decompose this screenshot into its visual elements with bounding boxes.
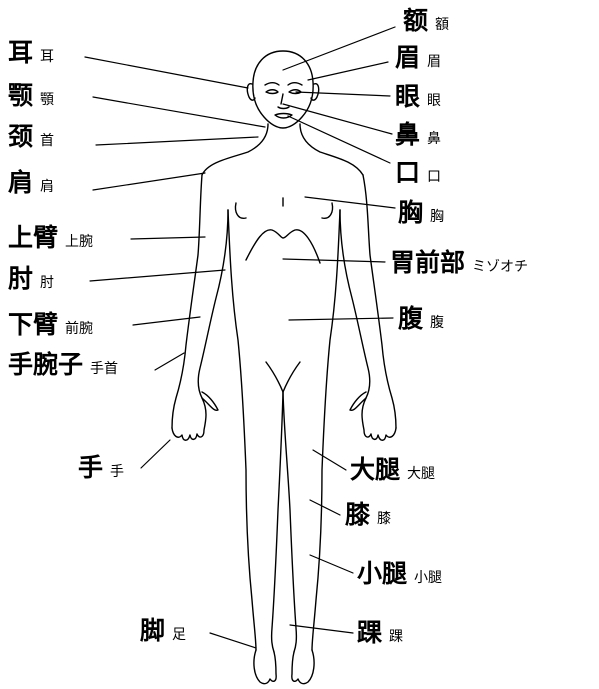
leader-mouth (288, 116, 390, 163)
label-nose: 鼻鼻 (395, 122, 441, 147)
leader-eye (296, 92, 390, 96)
leader-chest (305, 197, 395, 208)
head-outline (253, 51, 313, 128)
leader-wrist (155, 353, 184, 370)
leader-foot (210, 633, 256, 648)
label-shoulder: 肩肩 (8, 170, 54, 195)
leader-stomach (283, 259, 385, 262)
left-eyebrow (265, 83, 279, 85)
leader-hand (141, 440, 170, 468)
label-eye: 眼眼 (395, 84, 441, 109)
leader-upper-arm (131, 237, 205, 239)
leader-eyebrow (308, 62, 388, 80)
neck-right (300, 124, 363, 175)
left-eye (266, 90, 278, 94)
left-foot (254, 650, 276, 684)
label-eyebrow: 眉眉 (395, 45, 441, 70)
right-arm-outer (363, 175, 396, 428)
leader-abdomen (289, 318, 393, 320)
left-leg-outer (228, 210, 256, 650)
crotch (266, 362, 300, 392)
neck-left (202, 124, 268, 175)
leader-forearm (133, 317, 200, 325)
label-thigh: 大腿大腿 (350, 457, 435, 482)
leader-elbow (90, 270, 225, 281)
label-neck: 颈首 (8, 124, 54, 149)
right-leg-outer (312, 210, 340, 650)
left-pec (235, 203, 246, 218)
nose (278, 94, 289, 109)
leader-ear (85, 57, 248, 88)
leader-thigh (313, 450, 346, 470)
leader-ankle (290, 625, 353, 633)
left-leg-inner (272, 392, 283, 652)
right-pec (322, 203, 333, 218)
leader-knee (310, 500, 340, 515)
leader-forehead (283, 27, 395, 70)
label-wrist: 手腕子手首 (8, 352, 118, 377)
right-eyebrow (288, 83, 302, 85)
left-arm-outer (172, 175, 202, 428)
left-hand (172, 392, 218, 440)
leader-calf (310, 555, 353, 573)
right-hand (350, 392, 396, 440)
label-mouth: 口口 (395, 160, 441, 185)
label-calf: 小腿小腿 (357, 561, 442, 586)
left-arm-inner (198, 210, 228, 398)
label-ear: 耳耳 (8, 40, 54, 65)
leader-shoulder (93, 173, 205, 190)
label-abdomen: 腹腹 (398, 306, 444, 331)
label-ankle: 踝踝 (357, 620, 403, 645)
label-knee: 膝膝 (345, 502, 391, 527)
label-forehead: 额額 (403, 8, 449, 33)
right-leg-inner (283, 392, 296, 652)
label-upper-arm: 上臂上腕 (8, 225, 93, 250)
label-chest: 胸胸 (398, 200, 444, 225)
leader-lines (85, 27, 395, 648)
leader-jaw (93, 97, 265, 127)
ribcage (246, 230, 320, 263)
label-hand: 手手 (78, 455, 124, 480)
leader-neck (96, 137, 258, 145)
label-forearm: 下臂前腕 (8, 312, 93, 337)
right-foot (292, 650, 314, 684)
label-foot: 脚足 (140, 618, 186, 643)
label-stomach: 胃前部ミゾオチ (390, 250, 528, 275)
label-jaw: 颚顎 (8, 83, 54, 108)
right-arm-inner (340, 210, 370, 398)
label-elbow: 肘肘 (8, 266, 54, 291)
